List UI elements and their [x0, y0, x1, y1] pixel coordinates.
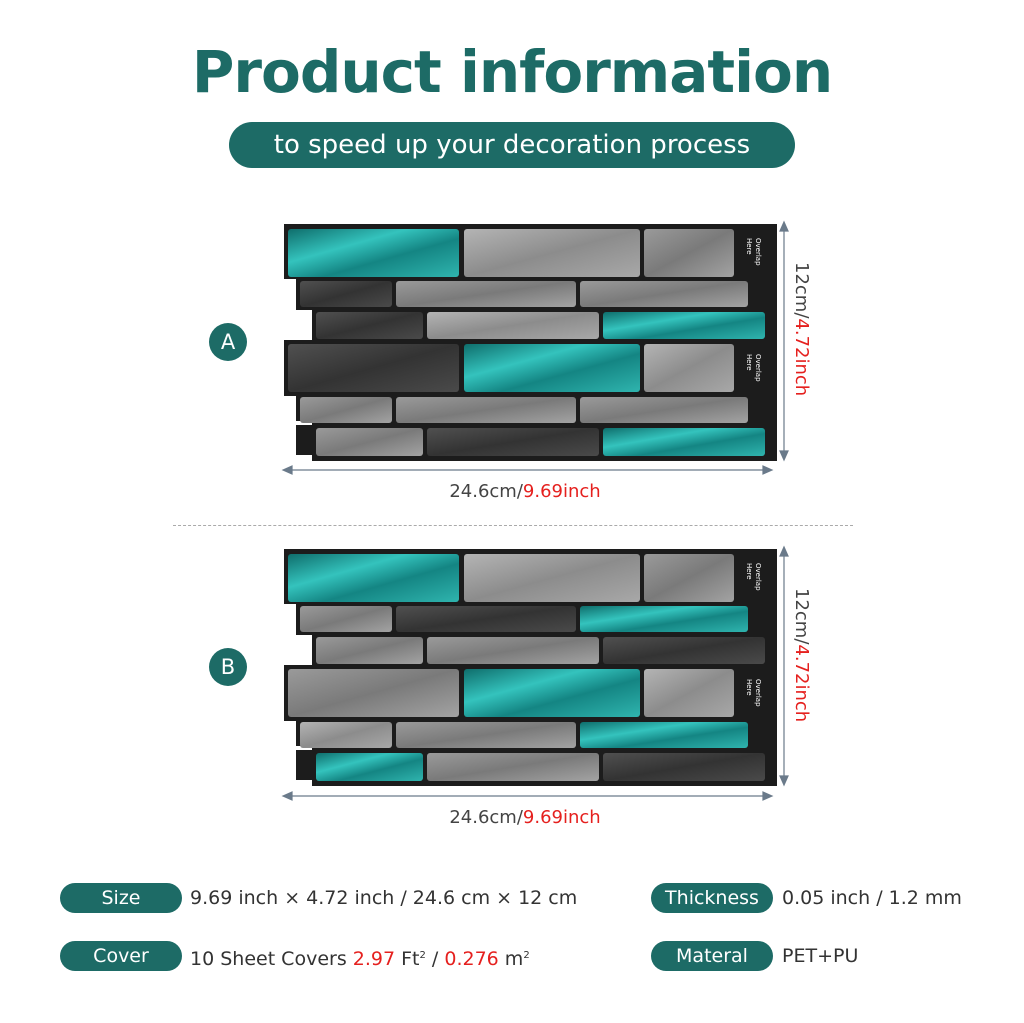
tile: [300, 722, 392, 748]
dimension-lines-a: [281, 220, 789, 475]
tile: [603, 637, 765, 664]
tile: [288, 229, 459, 277]
tile: [427, 637, 599, 664]
page-subtitle: to speed up your decoration process: [229, 122, 795, 168]
height-cm: 12cm/: [791, 262, 812, 319]
height-cm: 12cm/: [791, 588, 812, 645]
tile: [316, 637, 423, 664]
section-divider: [173, 525, 853, 526]
cover-value: 10 Sheet Covers 2.97 Ft2 / 0.276 m2: [190, 941, 530, 974]
tile: [427, 312, 599, 339]
cover-ft-unit: Ft: [395, 948, 420, 970]
width-inch: 9.69inch: [522, 481, 601, 502]
size-label: Size: [60, 883, 182, 913]
cover-m-unit: m: [498, 948, 524, 970]
size-value: 9.69 inch × 4.72 inch / 24.6 cm × 12 cm: [190, 887, 578, 909]
cover-m-value: 0.276: [444, 948, 499, 970]
height-inch: 4.72inch: [791, 318, 812, 397]
tile: [644, 554, 734, 602]
tile: [300, 606, 392, 632]
panel-b-height-label: 12cm/4.72inch: [791, 588, 812, 722]
overlap-text-a-top: Overlap Here: [745, 238, 762, 266]
tile: [464, 554, 640, 602]
tile: [644, 229, 734, 277]
panel-a-height-label: 12cm/4.72inch: [791, 262, 812, 396]
tile: [580, 397, 748, 423]
tile: [316, 428, 423, 456]
panel-b: [284, 549, 777, 786]
cover-ft-sup: 2: [419, 950, 426, 961]
tile: [580, 722, 748, 748]
panel-a: [284, 224, 777, 461]
tile: [603, 753, 765, 781]
tile: [300, 281, 392, 307]
cover-separator: /: [425, 948, 445, 970]
cover-m-sup: 2: [523, 950, 530, 961]
cover-label: Cover: [60, 941, 182, 971]
height-inch: 4.72inch: [791, 644, 812, 723]
panel-a-label: A: [209, 323, 247, 361]
tile: [300, 397, 392, 423]
tile: [464, 344, 640, 392]
material-label: Materal: [651, 941, 773, 971]
tile: [427, 428, 599, 456]
tile: [644, 344, 734, 392]
tile: [396, 397, 576, 423]
panel-b-width-label: 24.6cm/9.69inch: [325, 807, 725, 828]
tile: [288, 554, 459, 602]
material-value: PET+PU: [782, 945, 859, 967]
cover-prefix: 10 Sheet Covers: [190, 948, 353, 970]
tile: [580, 281, 748, 307]
tile: [603, 428, 765, 456]
width-inch: 9.69inch: [522, 807, 601, 828]
tile: [580, 606, 748, 632]
thickness-label: Thickness: [651, 883, 773, 913]
overlap-text-b-top: Overlap Here: [745, 563, 762, 591]
tile: [464, 669, 640, 717]
width-cm: 24.6cm/: [449, 481, 523, 502]
tile: [427, 753, 599, 781]
tile: [644, 669, 734, 717]
page-title: Product information: [191, 38, 833, 106]
tile: [288, 344, 459, 392]
thickness-value: 0.05 inch / 1.2 mm: [782, 887, 962, 909]
overlap-text-b-mid: Overlap Here: [745, 679, 762, 707]
tile: [396, 722, 576, 748]
cover-ft-value: 2.97: [352, 948, 396, 970]
tile: [603, 312, 765, 339]
panel-a-width-label: 24.6cm/9.69inch: [325, 481, 725, 502]
tile: [316, 753, 423, 781]
panel-b-label: B: [209, 648, 247, 686]
tile: [288, 669, 459, 717]
dimension-lines-b: [281, 545, 789, 801]
overlap-text-a-mid: Overlap Here: [745, 354, 762, 382]
width-cm: 24.6cm/: [449, 807, 523, 828]
tile: [396, 606, 576, 632]
tile: [316, 312, 423, 339]
tile: [396, 281, 576, 307]
tile: [464, 229, 640, 277]
